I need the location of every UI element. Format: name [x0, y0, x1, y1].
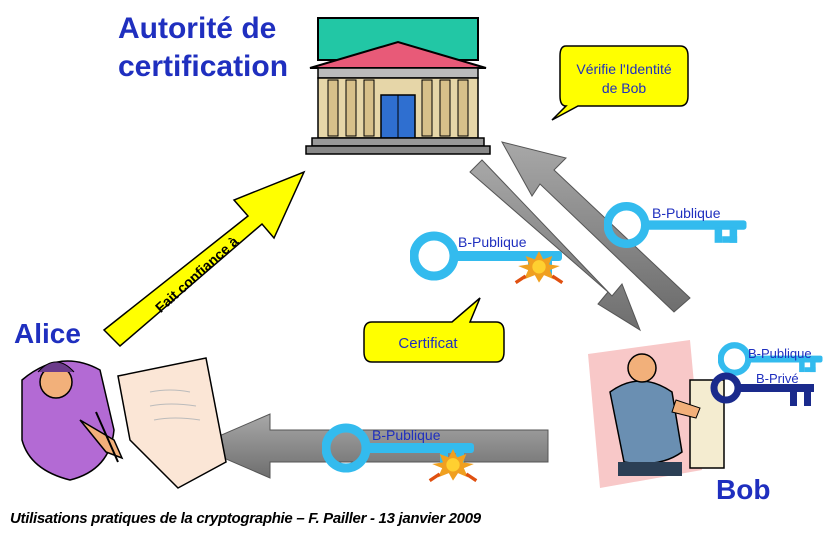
bob-public-key-upper-icon: B-Publique	[608, 205, 747, 244]
bob-public-key-label: B-Publique	[748, 346, 812, 361]
authority-building-icon	[305, 17, 491, 155]
bob-private-key-icon: B-Privé	[710, 371, 814, 406]
verify-bubble-line2: de Bob	[602, 80, 647, 96]
bob-private-key-label: B-Privé	[756, 371, 799, 386]
upper-key-label: B-Publique	[652, 205, 721, 221]
alice-figure-icon	[21, 357, 227, 489]
bottom-key-label: B-Publique	[372, 427, 441, 443]
arrow-bob-to-ca	[501, 141, 691, 313]
certificate-label: Certificat	[398, 335, 458, 352]
center-key-label: B-Publique	[458, 234, 527, 250]
ca-title-line2: certification	[118, 50, 289, 83]
certificate-bubble: Certificat	[363, 297, 505, 363]
arrow-ca-to-bob	[469, 159, 642, 332]
trust-arrow: Fait confiance à	[102, 170, 306, 348]
bob-label: Bob	[716, 474, 771, 505]
verify-identity-bubble: Vérifie l'Identité de Bob	[551, 45, 689, 121]
bob-figure-icon	[588, 340, 725, 488]
footer-caption: Utilisations pratiques de la cryptograph…	[10, 510, 481, 527]
bottom-public-key-icon: B-Publique	[326, 427, 476, 482]
trust-arrow-label: Fait confiance à	[152, 233, 241, 316]
ca-title: Autorité de certification	[118, 10, 288, 86]
certified-public-key-icon: B-Publique	[414, 234, 562, 284]
ca-title-line1: Autorité de	[118, 12, 277, 45]
bob-public-key-icon: B-Publique	[721, 345, 823, 373]
verify-bubble-line1: Vérifie l'Identité	[576, 61, 671, 77]
alice-label: Alice	[14, 318, 81, 349]
